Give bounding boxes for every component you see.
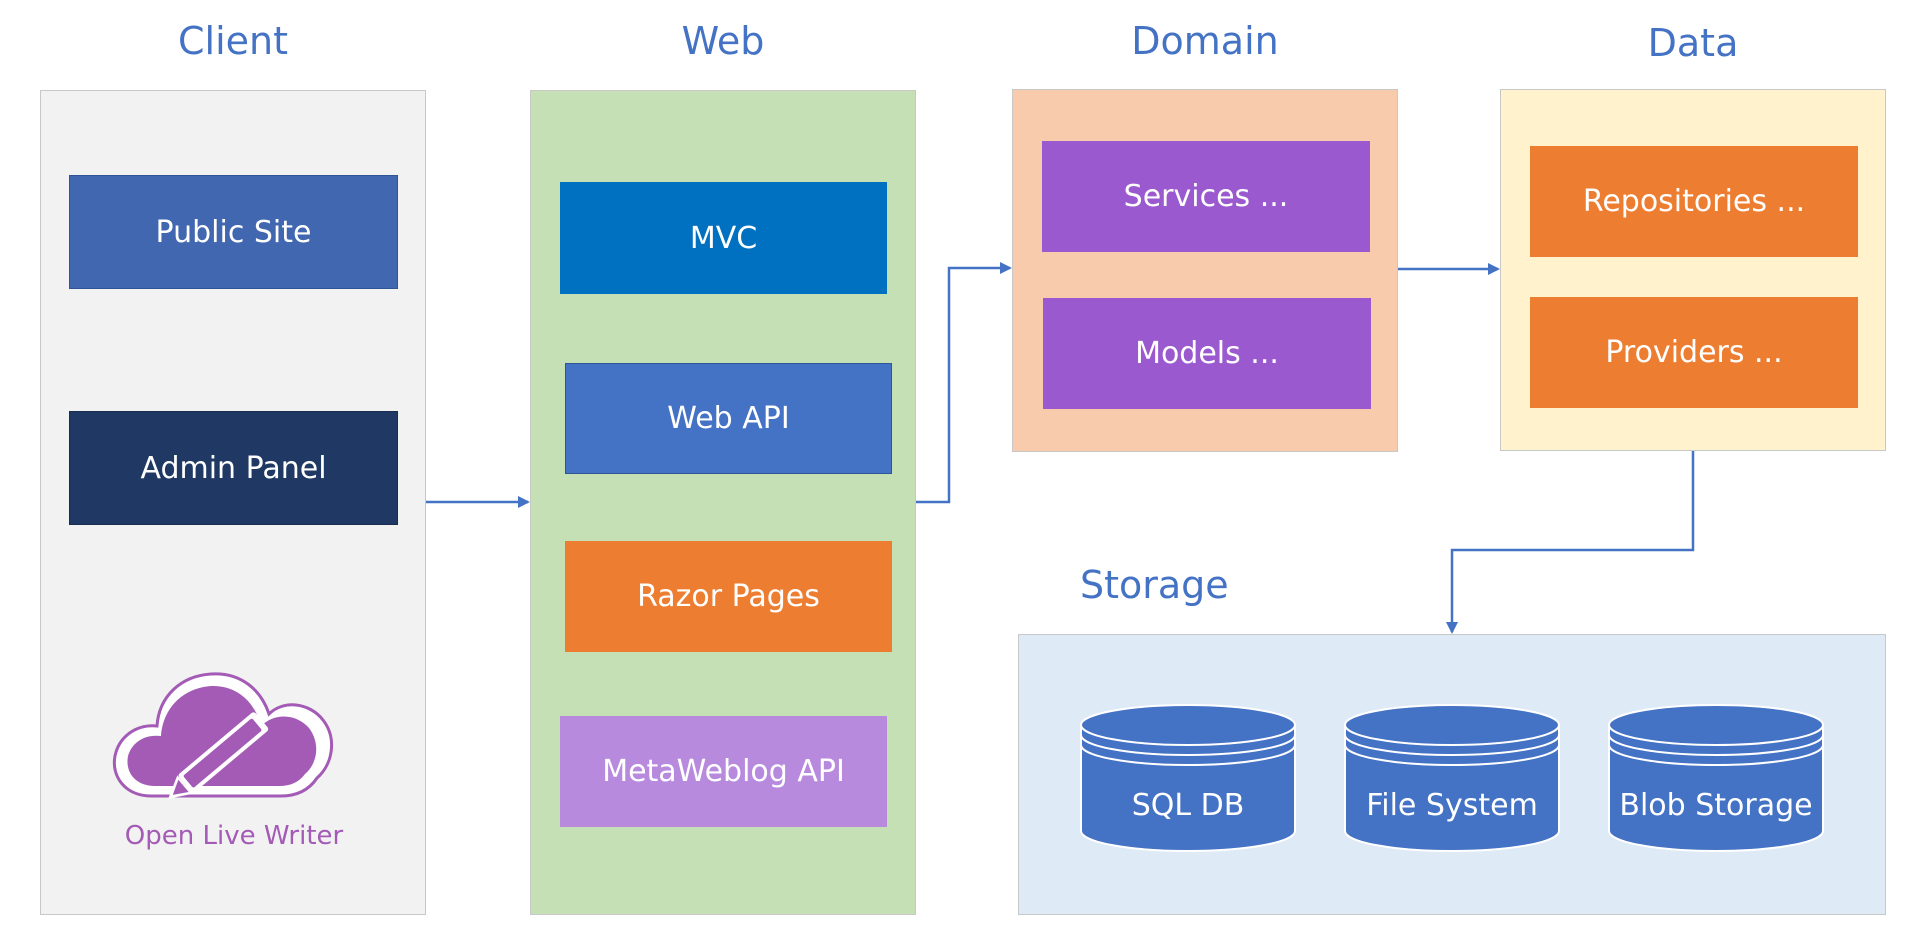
web-api-box: Web API: [565, 363, 892, 474]
store-sql-db: SQL DB: [1079, 703, 1297, 853]
storage-panel: SQL DB File System Blob Storage: [1018, 634, 1886, 915]
database-cylinder-icon: [1344, 704, 1560, 852]
blob-storage-label: Blob Storage: [1619, 788, 1813, 823]
data-panel: Repositories ... Providers ...: [1500, 89, 1886, 451]
storage-heading: Storage: [1080, 563, 1229, 607]
open-live-writer-label: Open Live Writer: [124, 821, 344, 851]
metaweblog-api-box: MetaWeblog API: [560, 716, 887, 827]
repositories-box: Repositories ...: [1530, 146, 1858, 257]
file-system-label: File System: [1366, 788, 1538, 823]
database-cylinder-icon: [1080, 704, 1296, 852]
web-heading: Web: [681, 19, 765, 63]
admin-panel-box: Admin Panel: [69, 411, 398, 525]
web-to-domain-arrow: [916, 262, 1012, 504]
open-live-writer-logo: [111, 656, 351, 806]
client-heading: Client: [177, 19, 288, 63]
data-heading: Data: [1647, 21, 1739, 65]
razor-pages-box: Razor Pages: [565, 541, 892, 652]
services-box: Services ...: [1042, 141, 1370, 252]
web-panel: MVC Web API Razor Pages MetaWeblog API: [530, 90, 916, 915]
client-panel: Public Site Admin Panel Open Live Writer: [40, 90, 426, 915]
store-file-system: File System: [1343, 703, 1561, 853]
models-box: Models ...: [1043, 298, 1371, 409]
public-site-box: Public Site: [69, 175, 398, 289]
domain-panel: Services ... Models ...: [1012, 89, 1398, 452]
domain-heading: Domain: [1131, 19, 1279, 63]
database-cylinder-icon: [1608, 704, 1824, 852]
data-to-storage-arrow: [1446, 451, 1695, 634]
mvc-box: MVC: [560, 182, 887, 294]
store-blob-storage: Blob Storage: [1607, 703, 1825, 853]
cloud-pencil-icon: [112, 672, 334, 799]
providers-box: Providers ...: [1530, 297, 1858, 408]
sql-db-label: SQL DB: [1131, 788, 1245, 823]
